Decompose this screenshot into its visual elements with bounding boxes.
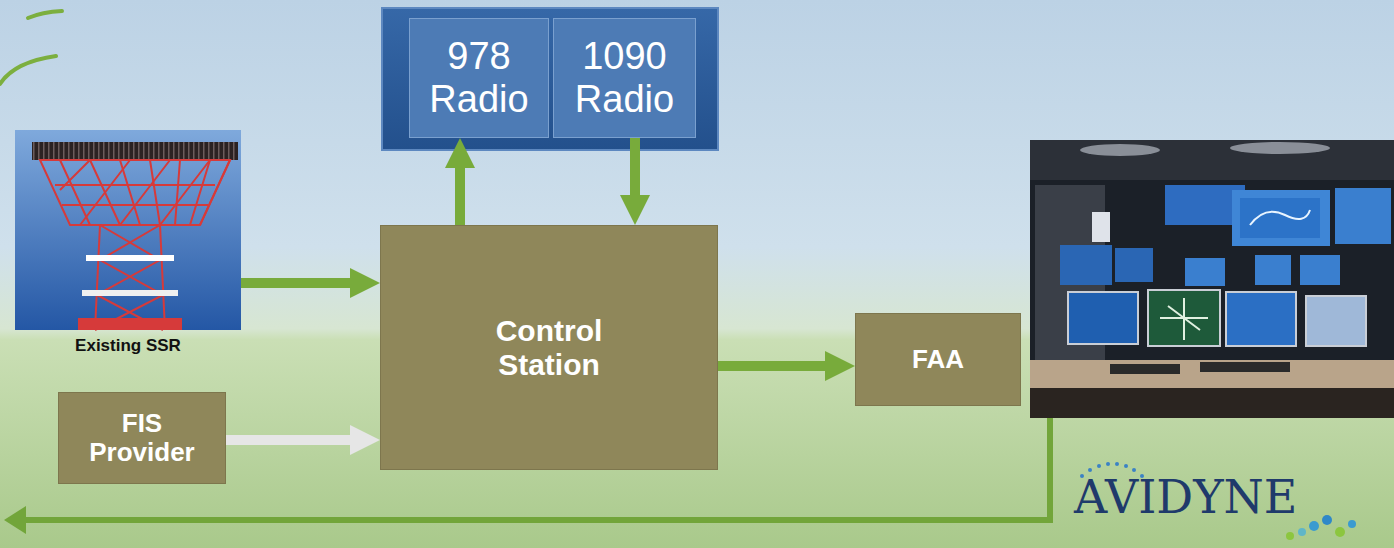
radar-picture: [86, 255, 174, 261]
radar-picture: [40, 160, 230, 330]
radar-picture: [15, 130, 241, 330]
node-text: 1090 Radio: [562, 35, 687, 120]
control-room-photo: [1306, 296, 1366, 346]
control-room-photo: [1160, 298, 1208, 340]
radio-group-panel: [382, 8, 718, 150]
radio-wave-arcs: [28, 11, 62, 18]
control-room-photo: [1200, 362, 1290, 372]
logo-dots: [1298, 528, 1306, 536]
control-room-photo: [1110, 364, 1180, 374]
radar-picture: [82, 290, 178, 296]
control-room-photo: [1185, 258, 1225, 286]
node-text: FAA: [912, 345, 964, 374]
process-box: Control Station: [380, 225, 718, 470]
control-room-photo: [1030, 140, 1394, 418]
node-text: Control Station: [459, 314, 639, 381]
control-room-photo: [1030, 360, 1394, 418]
control-room-photo: [1232, 190, 1330, 246]
radio-wave-arcs: [0, 11, 62, 84]
radio-box: 1090 Radio: [553, 18, 696, 138]
control-room-photo: [1080, 144, 1160, 156]
flow-arrow: [241, 278, 358, 288]
process-box: FAA: [855, 313, 1021, 406]
flow-arrow: [630, 138, 640, 203]
control-room-photo: [1030, 140, 1394, 418]
radar-picture: [40, 160, 230, 225]
control-room-photo: [1115, 248, 1153, 282]
logo-dots: [1286, 532, 1294, 540]
radar-picture: [55, 160, 215, 225]
control-room-photo: [1030, 140, 1394, 180]
return-line: [4, 506, 26, 534]
control-room-photo: [1230, 142, 1330, 154]
logo-dots: [1348, 520, 1356, 528]
node-text: 978 Radio: [419, 35, 539, 120]
control-room-photo: [1092, 212, 1110, 242]
radio-box: 978 Radio: [409, 18, 549, 138]
logo-dots: [1132, 468, 1136, 472]
control-room-photo: [1300, 255, 1340, 285]
logo-dots: [1124, 464, 1128, 468]
logo-dots: [1115, 462, 1119, 466]
logo-dots: [1106, 462, 1110, 466]
radar-picture: [78, 318, 182, 330]
logo-dots: [1335, 527, 1345, 537]
control-room-photo: [1335, 188, 1391, 244]
control-room-photo: [1030, 388, 1394, 418]
flow-arrow: [455, 160, 465, 225]
node-text: FIS Provider: [72, 409, 212, 467]
logo-dots: [1097, 464, 1101, 468]
control-room-photo: [1240, 198, 1320, 238]
radar-picture: [95, 225, 163, 330]
flow-arrow: [718, 361, 833, 371]
control-room-photo: [1068, 292, 1138, 344]
flow-arrow: [226, 435, 358, 445]
control-room-photo: [1148, 290, 1220, 346]
control-room-photo: [1226, 292, 1296, 346]
node-text: Existing SSR: [75, 336, 181, 355]
logo-dots: [1088, 468, 1092, 472]
radar-picture: [32, 142, 238, 160]
radio-wave-arcs: [0, 56, 56, 84]
control-room-photo: [1255, 255, 1291, 285]
radar-picture: [95, 225, 165, 330]
control-room-photo: [1060, 245, 1112, 285]
control-room-photo: [1250, 210, 1310, 225]
process-box: FIS Provider: [58, 392, 226, 484]
radar-station: Existing SSR: [15, 130, 241, 364]
logo-dots: [1322, 515, 1332, 525]
company-logo: AVIDYNE: [1074, 474, 1297, 520]
radar-picture: [15, 130, 241, 330]
logo-dots: [1309, 521, 1319, 531]
